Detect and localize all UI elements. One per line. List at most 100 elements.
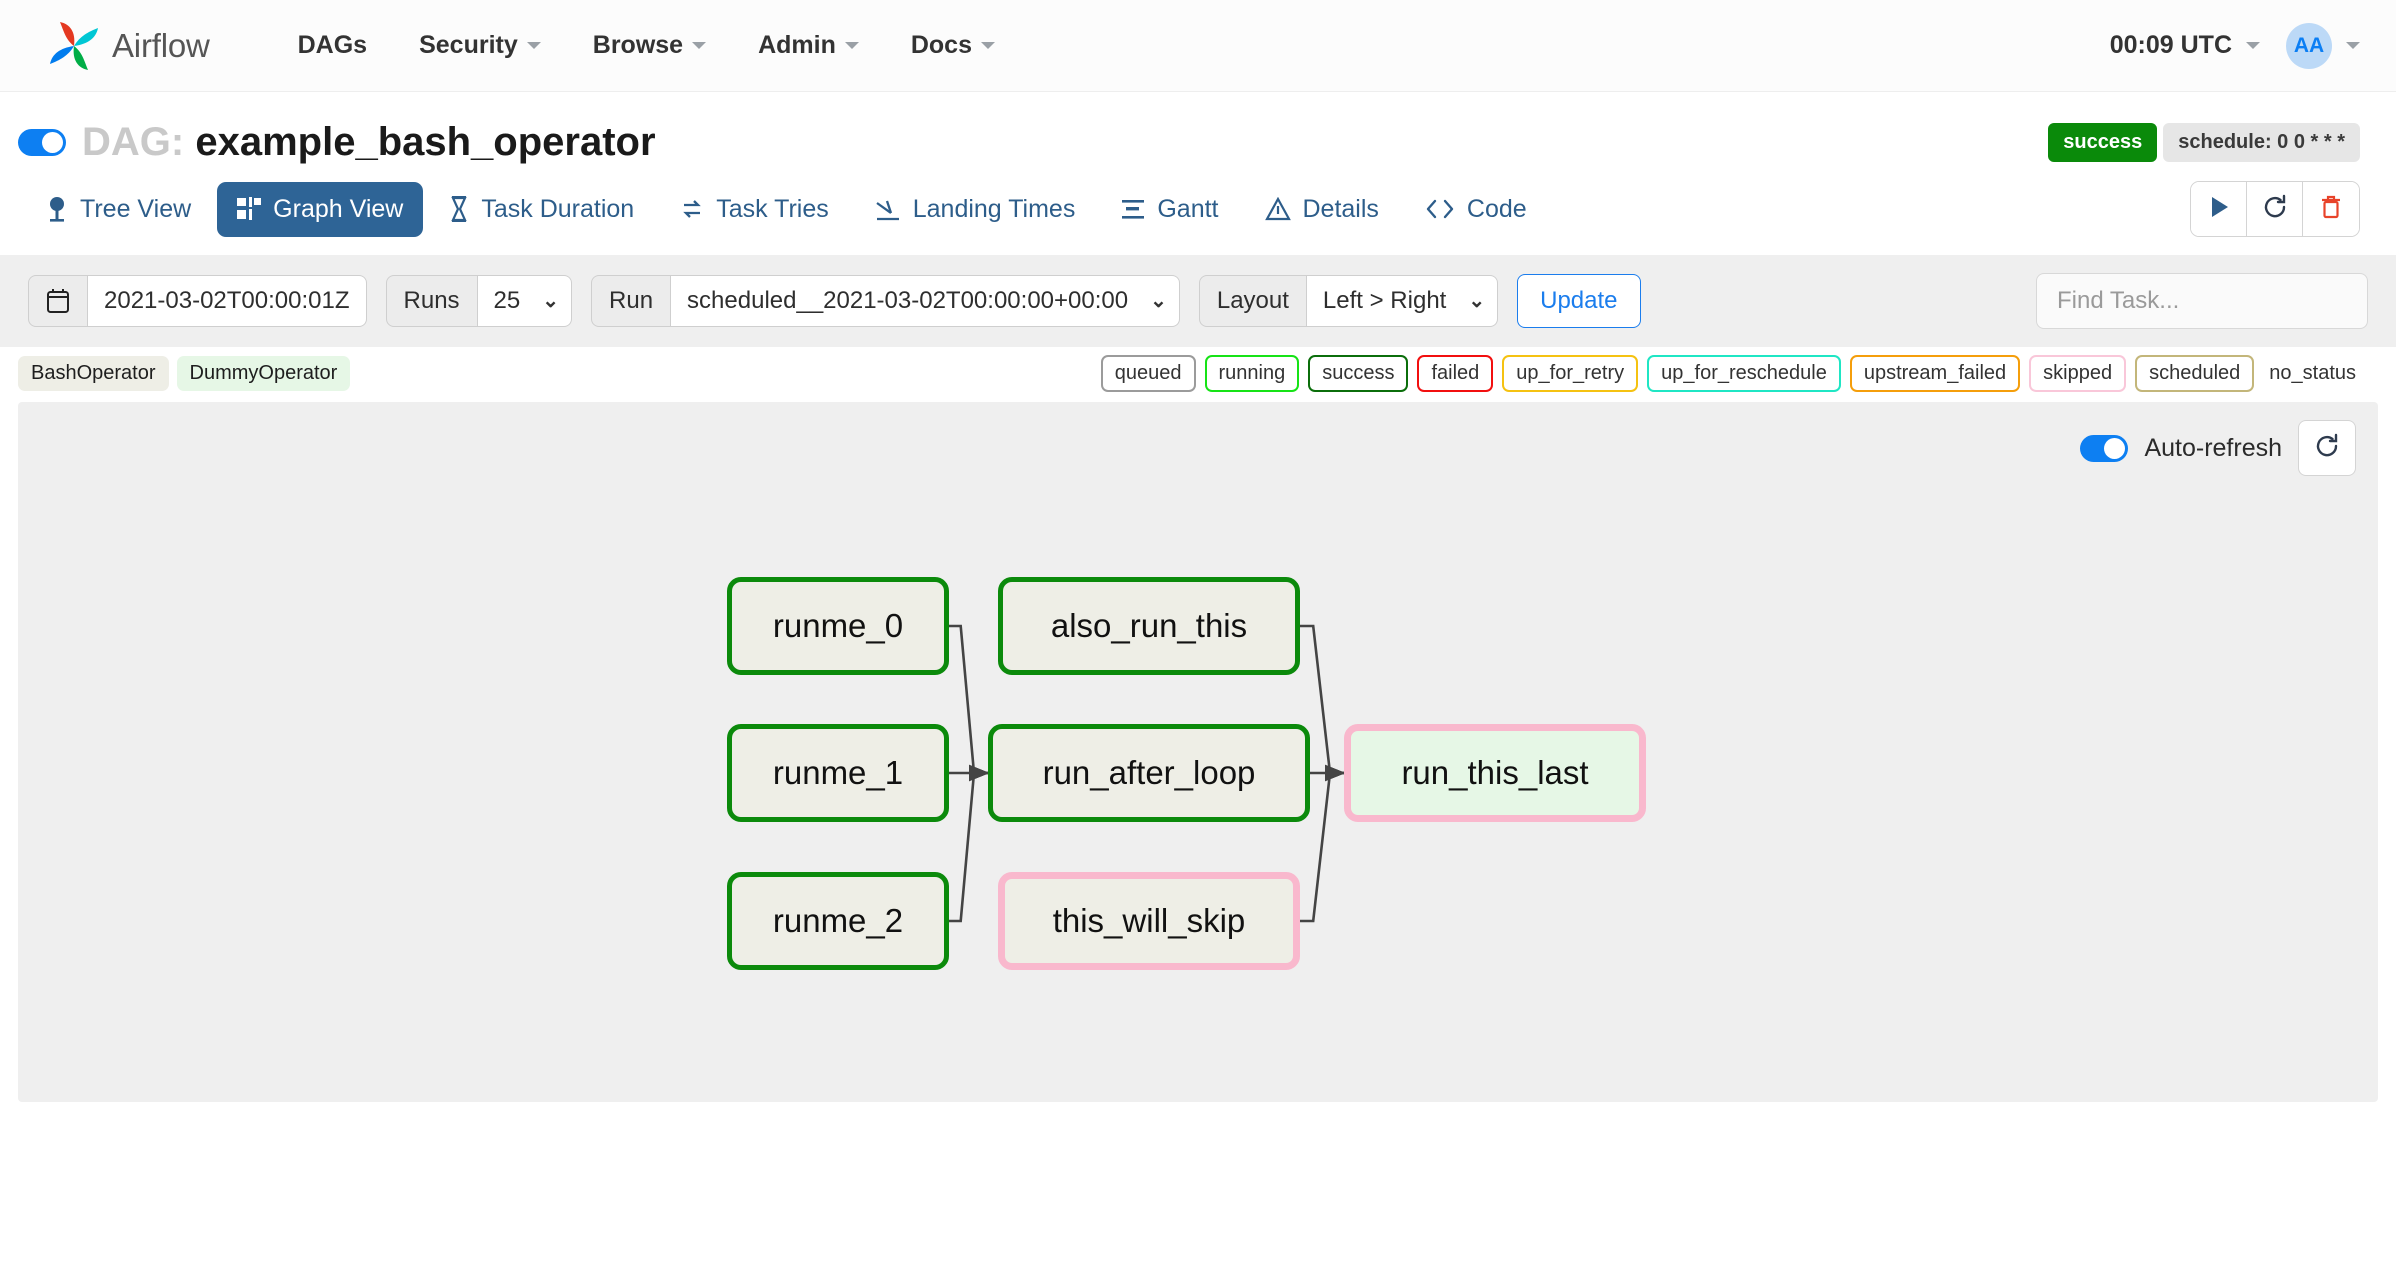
nav-label-dags: DAGs <box>297 31 368 59</box>
status-chip-no-status[interactable]: no_status <box>2269 362 2356 384</box>
clock-label: 00:09 UTC <box>2109 31 2232 59</box>
delete-dag-button[interactable] <box>2303 182 2359 236</box>
graph-node-label: also_run_this <box>1050 607 1248 644</box>
tab-landing-times[interactable]: Landing Times <box>855 182 1096 237</box>
graph-node-runme_0[interactable]: runme_0 <box>727 577 949 675</box>
status-badge: success <box>2048 123 2158 162</box>
tab-label-task-tries: Task Tries <box>716 194 829 223</box>
chevron-down-icon <box>526 42 541 49</box>
graph-node-label: runme_1 <box>772 754 904 791</box>
calendar-icon[interactable] <box>28 275 88 327</box>
refresh-icon <box>2262 194 2288 225</box>
execution-date-input[interactable]: 2021-03-02T00:00:01Z <box>88 275 367 327</box>
auto-refresh-toggle[interactable] <box>2080 434 2129 462</box>
schedule-badge[interactable]: schedule: 0 0 * * * <box>2163 123 2360 162</box>
auto-refresh-row: Auto-refresh <box>2080 420 2356 476</box>
warning-triangle-icon <box>1264 197 1291 221</box>
status-chip-up-for-retry[interactable]: up_for_retry <box>1502 355 1639 392</box>
status-chip-upstream-failed[interactable]: upstream_failed <box>1849 355 2021 392</box>
timezone-selector[interactable]: 00:09 UTC <box>2110 31 2260 60</box>
chevron-down-icon <box>2246 42 2260 49</box>
auto-refresh-label: Auto-refresh <box>2144 433 2282 462</box>
gantt-icon <box>1121 198 1145 220</box>
num-runs-group: Runs 25 ⌄ <box>385 275 573 327</box>
nav-item-dags[interactable]: DAGs <box>272 21 393 70</box>
graph-node-runme_1[interactable]: runme_1 <box>727 724 949 822</box>
dag-badges: success schedule: 0 0 * * * <box>2048 123 2360 162</box>
landing-icon <box>875 197 901 221</box>
find-task-input[interactable]: Find Task... <box>2036 273 2368 329</box>
dag-pause-toggle[interactable] <box>18 129 66 156</box>
nav-item-security[interactable]: Security <box>393 21 567 70</box>
graph-canvas[interactable]: Auto-refresh runme_0 also_run_this runme_1… <box>18 402 2378 1102</box>
graph-edge-runme_0-to-run_after_loop <box>949 624 990 782</box>
graph-refresh-button[interactable] <box>2298 420 2356 476</box>
dag-name: example_bash_operator <box>195 120 656 164</box>
nav-label-security: Security <box>419 31 518 59</box>
layout-value: Left > Right <box>1322 287 1447 314</box>
retry-icon <box>680 197 704 221</box>
navbar-right: 00:09 UTC AA <box>2110 22 2360 69</box>
dag-run-select[interactable]: scheduled__2021-03-02T00:00:00+00:00 ⌄ <box>671 275 1180 327</box>
tab-details[interactable]: Details <box>1245 182 1399 237</box>
graph-node-also_run_this[interactable]: also_run_this <box>998 577 1300 675</box>
tab-tree-view[interactable]: Tree View <box>26 182 211 237</box>
tab-label-landing-times: Landing Times <box>912 194 1076 223</box>
status-chip-success[interactable]: success <box>1308 355 1409 392</box>
status-chip-failed[interactable]: failed <box>1417 355 1494 392</box>
graph-node-run_this_last[interactable]: run_this_last <box>1344 724 1646 822</box>
num-runs-select[interactable]: 25 ⌄ <box>477 275 573 327</box>
play-icon <box>2208 195 2230 224</box>
graph-node-this_will_skip[interactable]: this_will_skip <box>998 872 1300 970</box>
status-chip-up-for-reschedule[interactable]: up_for_reschedule <box>1647 355 1841 392</box>
operator-chip-dummyoperator[interactable]: DummyOperator <box>176 356 351 391</box>
top-navbar: Airflow DAGs Security Browse Admin Docs … <box>0 0 2396 92</box>
airflow-pinwheel-icon <box>46 18 102 74</box>
graph-node-run_after_loop[interactable]: run_after_loop <box>988 724 1310 822</box>
operator-chip-bashoperator[interactable]: BashOperator <box>18 356 169 391</box>
nav-links: DAGs Security Browse Admin Docs <box>272 21 1021 70</box>
chevron-down-icon <box>981 42 995 49</box>
num-runs-value: 25 <box>493 287 521 314</box>
layout-select[interactable]: Left > Right ⌄ <box>1306 275 1499 327</box>
graph-node-label: run_after_loop <box>1042 754 1256 791</box>
legend-row: BashOperator DummyOperator queued runnin… <box>0 347 2396 402</box>
runs-label: Runs <box>385 275 478 327</box>
run-label: Run <box>591 275 672 327</box>
view-tabs: Tree View Graph View Task Duration Task … <box>0 165 2396 237</box>
tab-gantt[interactable]: Gantt <box>1101 182 1238 237</box>
nav-item-browse[interactable]: Browse <box>567 21 732 70</box>
tab-label-details: Details <box>1302 194 1379 223</box>
dag-action-buttons <box>2190 181 2360 237</box>
dag-header: DAG: example_bash_operator success sched… <box>0 92 2396 165</box>
layout-label: Layout <box>1198 275 1307 327</box>
tab-task-duration[interactable]: Task Duration <box>429 182 654 237</box>
nav-item-docs[interactable]: Docs <box>885 21 1021 70</box>
refresh-icon <box>2314 433 2340 464</box>
graph-node-label: runme_0 <box>772 607 904 644</box>
trash-icon <box>2319 194 2343 225</box>
user-menu[interactable]: AA <box>2286 22 2360 69</box>
status-chip-scheduled[interactable]: scheduled <box>2135 355 2255 392</box>
chevron-down-icon: ⌄ <box>542 290 560 312</box>
chevron-down-icon: ⌄ <box>1468 290 1486 312</box>
status-chip-queued[interactable]: queued <box>1100 355 1196 392</box>
nav-item-admin[interactable]: Admin <box>732 21 885 70</box>
graph-node-runme_2[interactable]: runme_2 <box>727 872 949 970</box>
refresh-dag-button[interactable] <box>2247 182 2303 236</box>
nav-label-browse: Browse <box>592 31 684 59</box>
tab-graph-view[interactable]: Graph View <box>217 181 424 237</box>
trigger-dag-button[interactable] <box>2191 182 2247 236</box>
dag-prefix-label: DAG: <box>82 120 185 164</box>
graph-icon <box>237 197 262 221</box>
page-title: DAG: example_bash_operator <box>82 120 656 165</box>
tab-task-tries[interactable]: Task Tries <box>660 182 849 237</box>
graph-edge-runme_2-to-run_after_loop <box>949 764 990 923</box>
hourglass-icon <box>449 196 469 222</box>
status-chip-running[interactable]: running <box>1204 355 1300 392</box>
tab-code[interactable]: Code <box>1405 182 1547 237</box>
execution-date-group: 2021-03-02T00:00:01Z <box>28 275 367 327</box>
brand-logo-link[interactable]: Airflow <box>46 18 210 74</box>
update-button[interactable]: Update <box>1517 274 1641 328</box>
status-chip-skipped[interactable]: skipped <box>2029 355 2127 392</box>
